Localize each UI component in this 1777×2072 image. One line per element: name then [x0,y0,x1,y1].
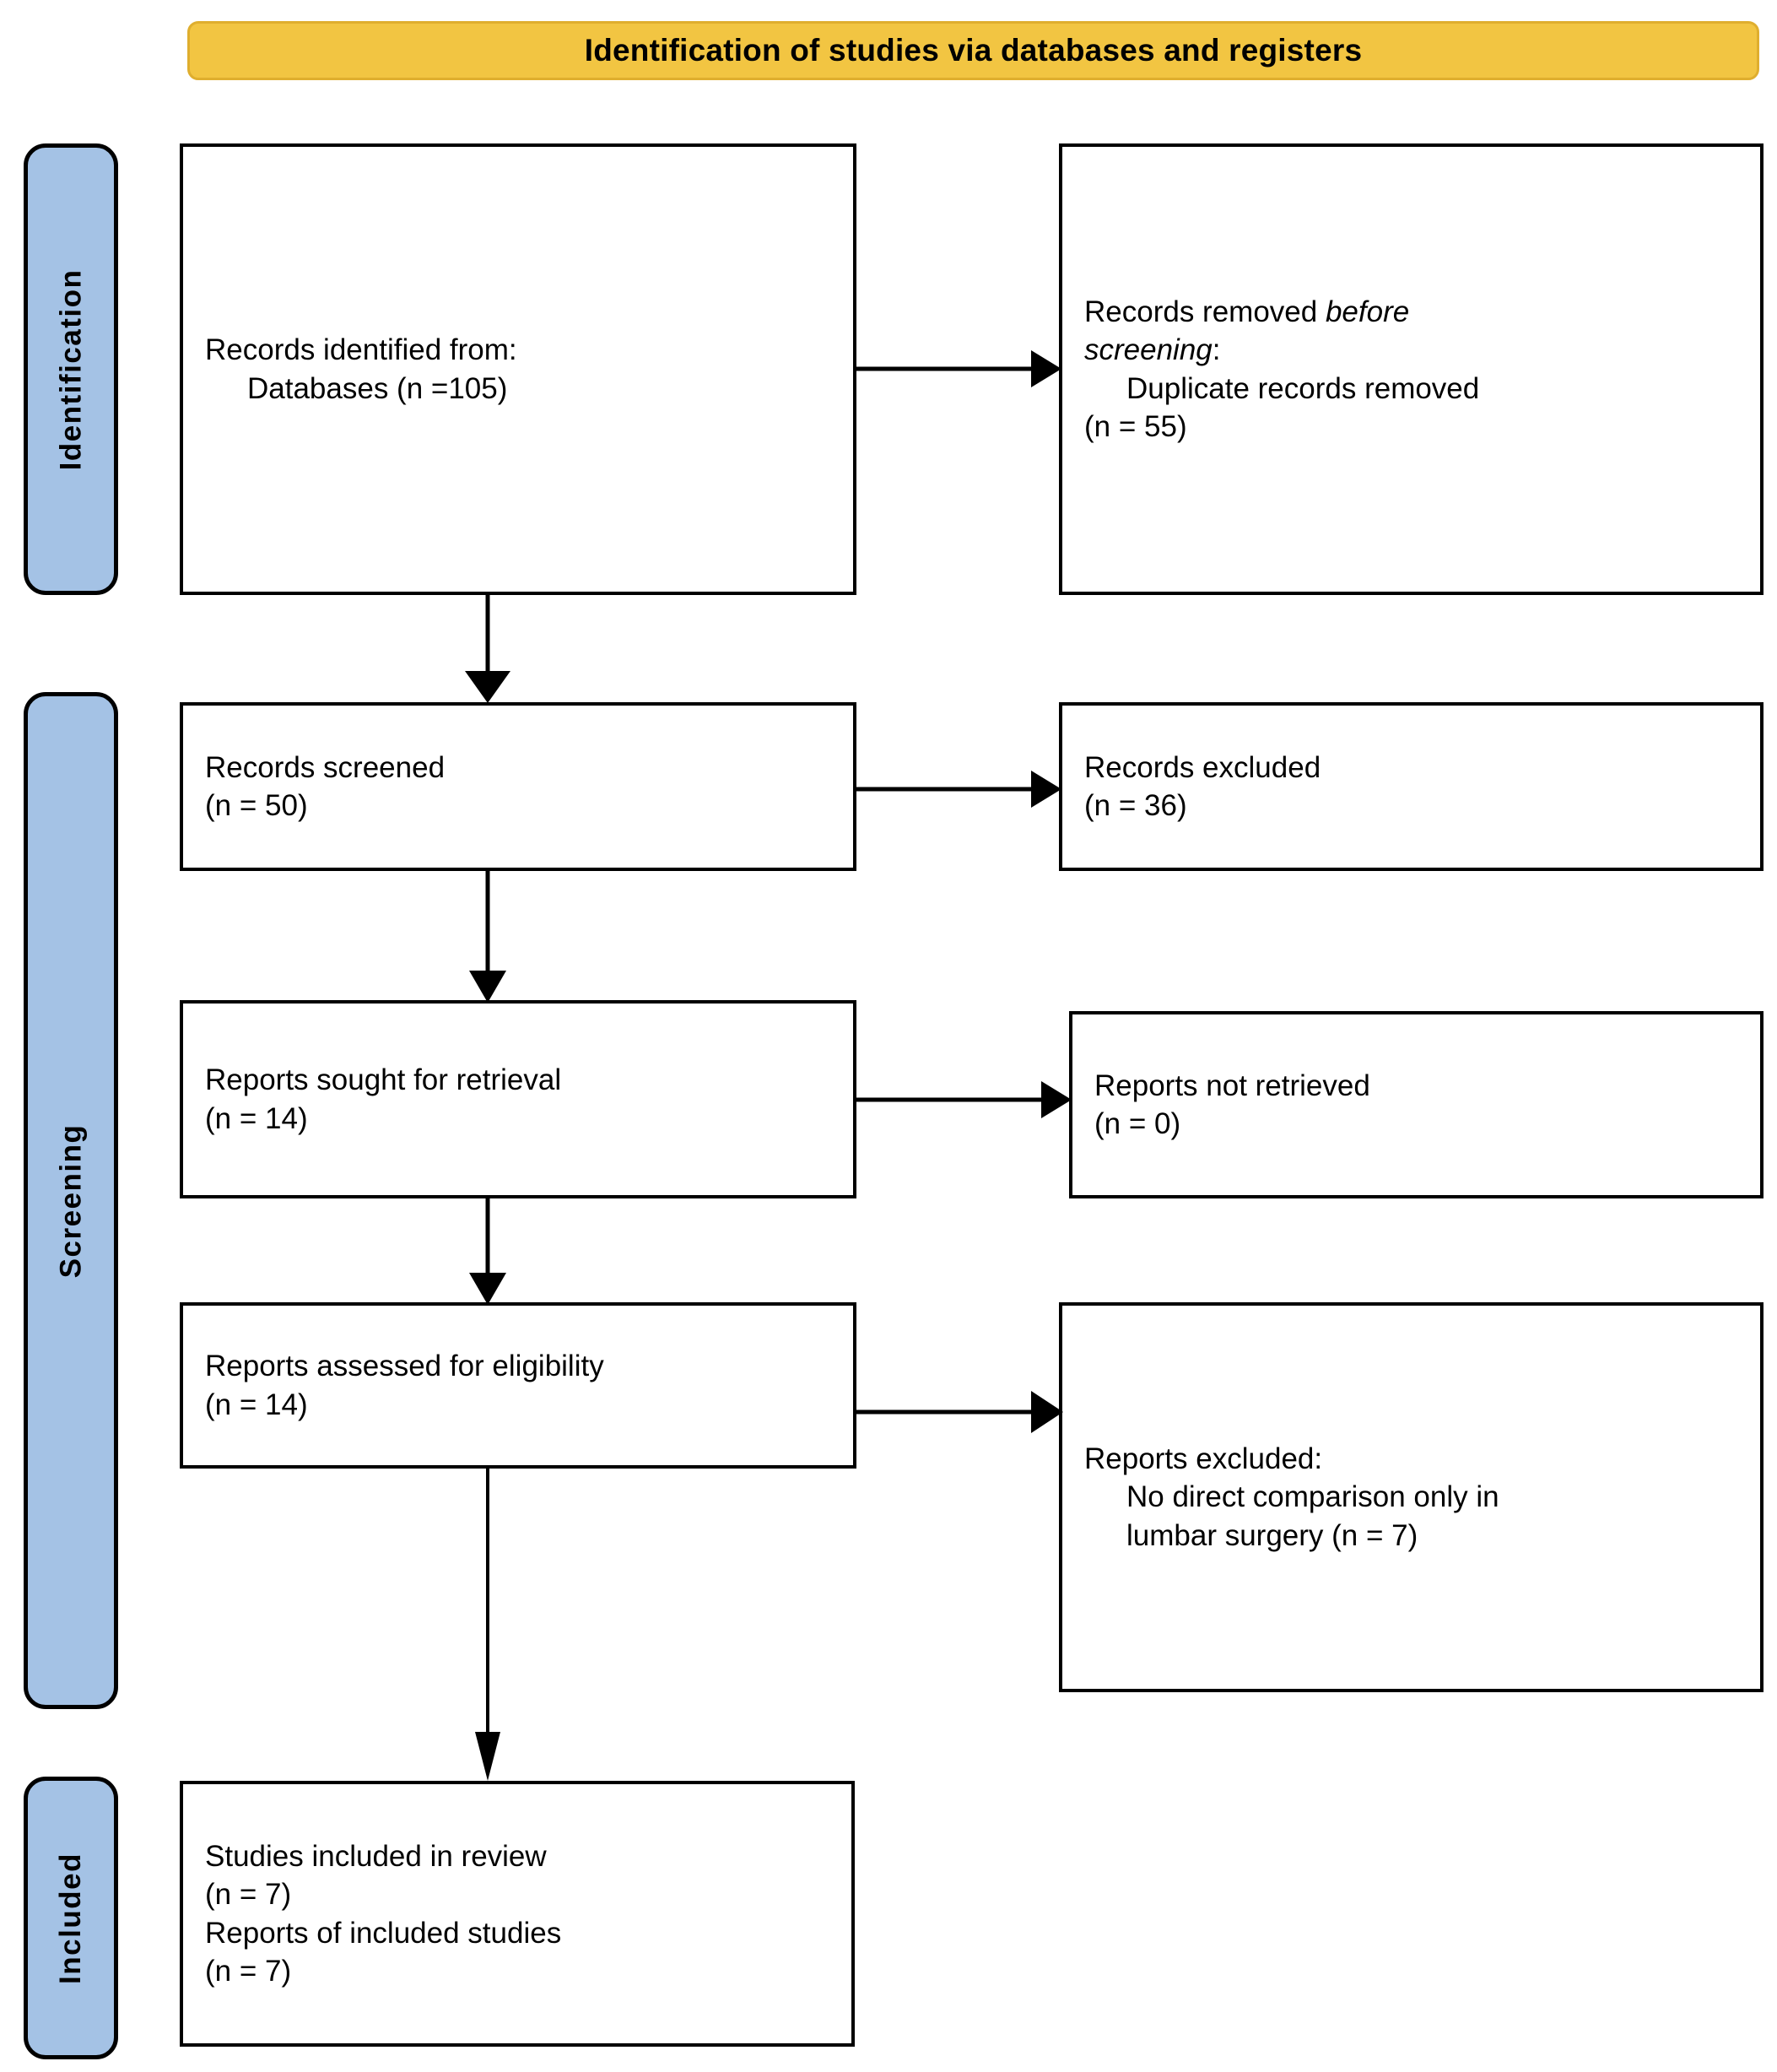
box-studies-included-line-3: Reports of included studies [205,1916,562,1950]
arrow-assessed-to-included [475,1469,500,1781]
phase-label-screening: Screening [24,692,118,1709]
box-records-removed-line-2-colon: : [1212,333,1221,366]
arrow-sought-to-not-retrieved [856,1081,1072,1118]
box-records-screened: Records screened (n = 50) [180,702,856,871]
box-reports-excluded-line-3: lumbar surgery (n = 7) [1126,1518,1418,1552]
box-reports-assessed: Reports assessed for eligibility (n = 14… [180,1302,856,1469]
arrow-screened-to-records-excluded [856,771,1061,808]
box-reports-excluded-line-2: No direct comparison only in [1126,1480,1499,1514]
box-studies-included-line-2: (n = 7) [205,1878,292,1911]
arrow-identified-to-removed [856,350,1061,387]
box-studies-included-line-4: (n = 7) [205,1955,292,1988]
phase-label-identification: Identification [24,143,118,595]
box-reports-assessed-line-1: Reports assessed for eligibility [205,1350,604,1382]
phase-label-screening-text: Screening [54,1123,88,1278]
box-reports-sought: Reports sought for retrieval (n = 14) [180,1000,856,1198]
phase-label-included: Included [24,1777,118,2059]
box-studies-included-line-1: Studies included in review [205,1839,547,1873]
box-records-removed-line-2-italic: screening [1084,333,1213,366]
box-records-removed-line-1-italic: before [1325,295,1410,328]
box-reports-sought-line-2: (n = 14) [205,1101,308,1135]
box-records-removed-line-1: Records removed before [1084,293,1738,332]
phase-label-included-text: Included [54,1852,87,1984]
diagram-header-banner: Identification of studies via databases … [187,21,1759,80]
box-records-removed: Records removed before screening: Duplic… [1059,143,1763,595]
box-records-excluded-line-2: (n = 36) [1084,789,1187,822]
box-reports-assessed-line-2: (n = 14) [205,1388,308,1421]
box-studies-included: Studies included in review (n = 7) Repor… [180,1781,855,2047]
box-records-removed-line-2: screening: [1084,331,1738,370]
box-records-excluded-line-1: Records excluded [1084,750,1321,784]
box-records-removed-line-4: (n = 55) [1084,410,1187,443]
arrow-identified-to-screened [465,595,510,703]
arrow-screened-to-sought [469,871,506,1003]
phase-label-identification-text: Identification [54,268,87,470]
box-records-removed-line-3: Duplicate records removed [1126,371,1480,405]
box-records-identified: Records identified from: Databases (n =1… [180,143,856,595]
diagram-title: Identification of studies via databases … [584,33,1363,68]
box-records-excluded: Records excluded (n = 36) [1059,702,1763,871]
box-records-screened-line-1: Records screened [205,750,446,784]
arrow-sought-to-assessed [469,1198,506,1305]
box-reports-excluded: Reports excluded: No direct comparison o… [1059,1302,1763,1692]
box-reports-not-retrieved-line-1: Reports not retrieved [1094,1068,1370,1102]
box-records-screened-line-2: (n = 50) [205,789,308,822]
box-records-removed-line-1-plain: Records removed [1084,295,1326,328]
box-records-identified-line-2: Databases (n =105) [247,371,508,405]
box-reports-not-retrieved-line-2: (n = 0) [1094,1107,1181,1140]
box-reports-not-retrieved: Reports not retrieved (n = 0) [1069,1011,1763,1198]
box-reports-excluded-line-1: Reports excluded: [1084,1442,1323,1475]
box-reports-sought-line-1: Reports sought for retrieval [205,1063,562,1096]
box-records-identified-line-1: Records identified from: [205,333,517,366]
arrow-assessed-to-reports-excluded [856,1391,1063,1433]
